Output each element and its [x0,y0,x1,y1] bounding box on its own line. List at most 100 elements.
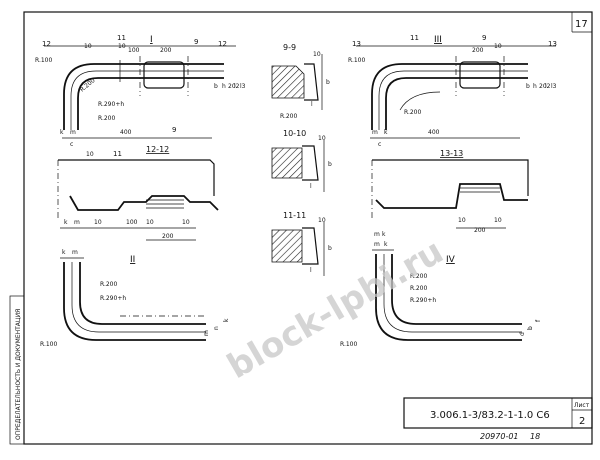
section-9-dim-10: 10 [313,51,321,58]
side-stamp: ОПРЕДЕЛАТЕЛЬНОСТЬ И ДОКУМЕНТАЦИЯ [15,309,22,440]
section-13-dim-m: m [374,231,380,238]
view-iii-section-right: 13 [548,40,557,48]
view-iii-radius-1: R.200 [404,109,421,116]
view-ii-right-labels: m n k [203,318,230,336]
section-9-dim-b: b [326,79,330,86]
section-10-dim-l: l [310,183,312,190]
view-iv-dim-k: k [384,241,388,248]
section-13-dim-10b: 10 [494,217,502,224]
view-iii-dim-10: 10 [494,43,502,50]
drawing-designation: 3.006.1-3/83.2-1-1.0 С6 [430,410,550,421]
svg-text:b: b [527,326,534,330]
view-i-dim-10a: 10 [84,43,92,50]
section-12-12: 12-12 k m 10 100 10 10 200 [57,145,219,241]
sheet-number: 2 [579,416,585,427]
svg-text:20: 20 [539,83,547,90]
view-iii-right-labels: b h 20 l2 l3 [526,83,557,90]
sheet-frame [23,11,593,445]
view-i: 12 12 11 I 10 10 100 200 9 R.100 R.290+h… [35,34,246,158]
svg-text:l3: l3 [551,83,557,90]
view-ii-title: II [130,255,135,265]
section-12-dim-10c: 10 [182,219,190,226]
section-11-dim-l: l [310,267,312,274]
section-9-radius: R.200 [280,113,297,120]
archive-number: 20970-01 [480,432,519,441]
svg-text:l2: l2 [234,83,240,90]
view-ii-radius-outer: R.100 [40,341,57,348]
section-10-title: 10-10 [283,129,306,138]
view-i-radius-3: R.200 [79,77,97,94]
view-i-dim-c: c [70,141,73,148]
section-9-dim-l: l [311,101,313,108]
title-block: Лист 2 3.006.1-3/83.2-1-1.0 С6 20970-01 … [403,397,593,441]
section-13-dim-10a: 10 [458,217,466,224]
watermark: block-lpbi.ru [221,231,451,387]
svg-text:l3: l3 [240,83,246,90]
svg-text:k: k [223,318,230,322]
view-i-dim-400: 400 [120,129,132,136]
view-i-dim-200: 200 [160,47,172,54]
view-iv-radius-outer: R.100 [340,341,357,348]
archive-page: 18 [530,432,540,441]
view-ii-dim-m: m [72,249,78,256]
view-ii: II k m R.200 R.290+h R.100 m n k [40,249,230,348]
section-10-dim-b: b [328,161,332,168]
section-13-title: 13-13 [440,149,463,158]
svg-text:n: n [213,326,220,330]
section-12-title: 12-12 [146,145,169,154]
view-iv-title: IV [446,255,456,265]
side-stamp-box [9,295,25,445]
view-iv-radius-3: R.290+h [410,297,436,304]
page-number: 17 [575,19,588,30]
section-9-title: 9-9 [283,43,296,52]
view-ii-dim-k: k [62,249,66,256]
section-11-dim-10: 10 [318,217,326,224]
view-iii-radius-outer: R.100 [348,57,365,64]
section-13-dim-200: 200 [474,227,486,234]
view-iii: 13 13 11 III 9 10 200 R.100 R.200 b h 20… [348,34,557,148]
section-11-dim-b: b [328,245,332,252]
view-i-cut-bottom-left: 11 [113,150,122,158]
view-ii-radius-2: R.290+h [100,295,126,302]
svg-text:b: b [214,83,218,90]
section-13-13: 13-13 10 10 200 m k [371,149,529,238]
section-12-dim-10a: 10 [94,219,102,226]
section-9-9: 9-9 10 b l R.200 [271,43,330,120]
view-iv-radius-1: R.200 [410,273,427,280]
svg-text:20: 20 [228,83,236,90]
view-i-radius-2: R.200 [98,115,115,122]
section-10-10: 10-10 10 b l [271,129,332,192]
svg-text:d: d [519,332,526,336]
view-i-right-labels: b h 20 l2 l3 [214,83,246,90]
view-iv-radius-2: R.200 [410,285,427,292]
section-12-dim-10b: 10 [146,219,154,226]
view-ii-radius-1: R.200 [100,281,117,288]
view-iii-dim-400: 400 [428,129,440,136]
view-i-radius-1: R.290+h [98,101,124,108]
view-i-dim-m: m [70,129,76,136]
view-i-dim-10-bottom: 10 [86,151,94,158]
section-11-title: 11-11 [283,211,306,220]
view-iii-dim-k: k [384,129,388,136]
view-i-cut-top: 11 [117,34,126,42]
view-i-cut-top-right: 9 [194,38,198,46]
section-12-dim-200: 200 [162,233,174,240]
section-12-dim-m: m [74,219,80,226]
view-i-cut-bottom-right: 9 [172,126,176,134]
view-i-section-left: 12 [42,40,51,48]
view-i-dim-k: k [60,129,64,136]
view-iv: IV m k R.200 R.200 R.290+h R.100 d b f [340,241,542,348]
view-iii-cut-top: 11 [410,34,419,42]
sheet-label: Лист [574,402,590,409]
section-12-dim-k: k [64,219,68,226]
view-iii-dim-c: c [378,141,381,148]
svg-text:f: f [535,319,542,322]
svg-text:h: h [222,83,226,90]
view-i-section-right: 12 [218,40,227,48]
view-iv-dim-m: m [374,241,380,248]
view-iv-right-labels: d b f [519,319,542,336]
section-13-dim-k: k [382,231,386,238]
view-iii-dim-9: 9 [482,34,486,42]
svg-text:h: h [533,83,537,90]
view-iii-title: III [434,35,442,45]
